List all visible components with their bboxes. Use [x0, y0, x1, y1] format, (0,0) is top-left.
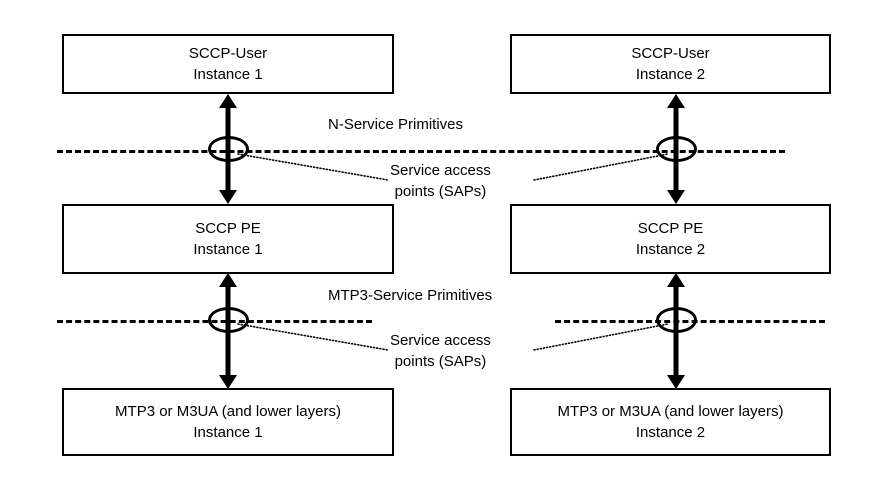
- box-mtp3-instance-2: MTP3 or M3UA (and lower layers) Instance…: [510, 388, 831, 456]
- box-sccp-pe-instance-1: SCCP PE Instance 1: [62, 204, 394, 274]
- box-title-line-1: SCCP PE: [637, 220, 704, 237]
- arrow-head-up-icon: [667, 273, 685, 287]
- sap-marker-ellipse-icon-upper-left: [208, 136, 249, 162]
- label-n-service-primitives: N-Service Primitives: [328, 114, 464, 135]
- arrow-head-down-icon: [667, 375, 685, 389]
- box-sccp-user-instance-2: SCCP-User Instance 2: [510, 34, 831, 94]
- label-mtp3-service-primitives: MTP3-Service Primitives: [328, 285, 493, 306]
- sap-marker-ellipse-icon-lower-left: [208, 307, 249, 333]
- box-sccp-user-instance-1: SCCP-User Instance 1: [62, 34, 394, 94]
- box-title-line-1: SCCP-User: [631, 45, 710, 62]
- sap-label-line-1: Service access: [390, 162, 491, 179]
- box-title-line-2: Instance 1: [193, 424, 263, 441]
- box-title-line-2: Instance 1: [193, 241, 263, 258]
- arrow-head-up-icon: [667, 94, 685, 108]
- box-title-line-1: MTP3 or M3UA (and lower layers): [557, 403, 784, 420]
- leader-line-lower-left: [237, 323, 389, 351]
- box-title-line-1: SCCP PE: [195, 220, 261, 237]
- box-title-line-1: MTP3 or M3UA (and lower layers): [115, 403, 341, 420]
- box-title-line-1: SCCP-User: [188, 45, 268, 62]
- label-service-access-points-lower: Service access points (SAPs): [390, 330, 491, 372]
- box-sccp-pe-instance-2: SCCP PE Instance 2: [510, 204, 831, 274]
- sap-marker-ellipse-icon-upper-right: [656, 136, 697, 162]
- arrow-head-down-icon: [219, 375, 237, 389]
- sap-label-line-2: points (SAPs): [394, 353, 487, 370]
- label-service-access-points-upper: Service access points (SAPs): [390, 160, 491, 202]
- sap-boundary-line-upper: [57, 150, 785, 153]
- box-title-line-2: Instance 1: [193, 66, 263, 83]
- box-mtp3-instance-1: MTP3 or M3UA (and lower layers) Instance…: [62, 388, 394, 456]
- sap-label-line-2: points (SAPs): [394, 183, 487, 200]
- leader-line-lower-right: [533, 323, 669, 351]
- arrow-head-up-icon: [219, 94, 237, 108]
- sap-marker-ellipse-icon-lower-right: [656, 307, 697, 333]
- box-title-line-2: Instance 2: [635, 66, 706, 83]
- arrow-head-down-icon: [667, 190, 685, 204]
- sap-label-line-1: Service access: [390, 332, 491, 349]
- leader-line-upper-left: [237, 153, 389, 181]
- arrow-head-up-icon: [219, 273, 237, 287]
- box-title-line-2: Instance 2: [635, 424, 706, 441]
- leader-line-upper-right: [533, 153, 669, 181]
- box-title-line-2: Instance 2: [635, 241, 706, 258]
- arrow-head-down-icon: [219, 190, 237, 204]
